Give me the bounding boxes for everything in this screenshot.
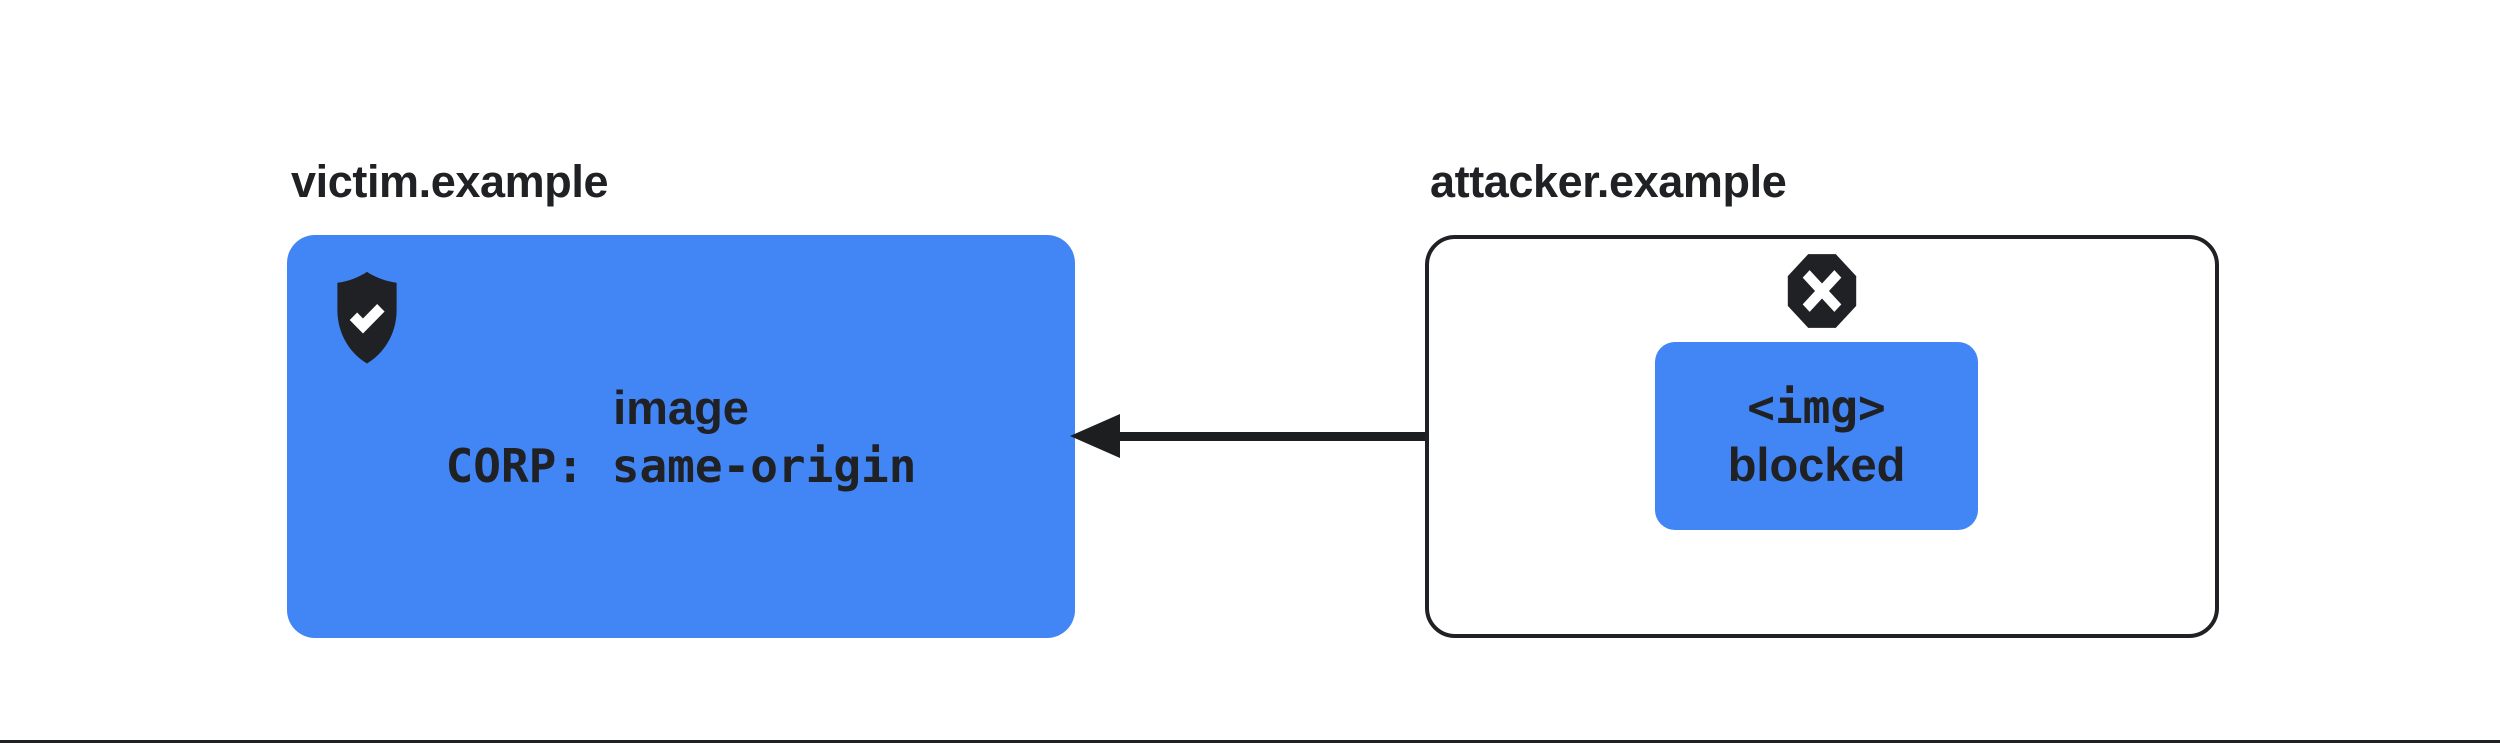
request-arrow-head (1070, 414, 1120, 458)
blocked-img-box: <img> blocked (1655, 342, 1978, 530)
blocked-octagon-x-icon (1787, 254, 1857, 328)
blocked-status-text: blocked (1727, 438, 1906, 491)
victim-origin-label: victim.example (291, 156, 609, 207)
attacker-origin-label: attacker.example (1430, 156, 1787, 207)
victim-box-text: image CORP: same-origin (287, 235, 1075, 638)
img-element-text: <img> (1747, 380, 1886, 434)
victim-corp-header: CORP: same-origin (445, 438, 917, 493)
attacker-page-box: <img> blocked (1425, 235, 2219, 638)
request-arrow-line (1116, 432, 1657, 441)
victim-resource-type: image (613, 380, 749, 434)
bottom-divider (0, 740, 2500, 743)
victim-resource-box: image CORP: same-origin (287, 235, 1075, 638)
shield-check-icon (337, 271, 397, 364)
